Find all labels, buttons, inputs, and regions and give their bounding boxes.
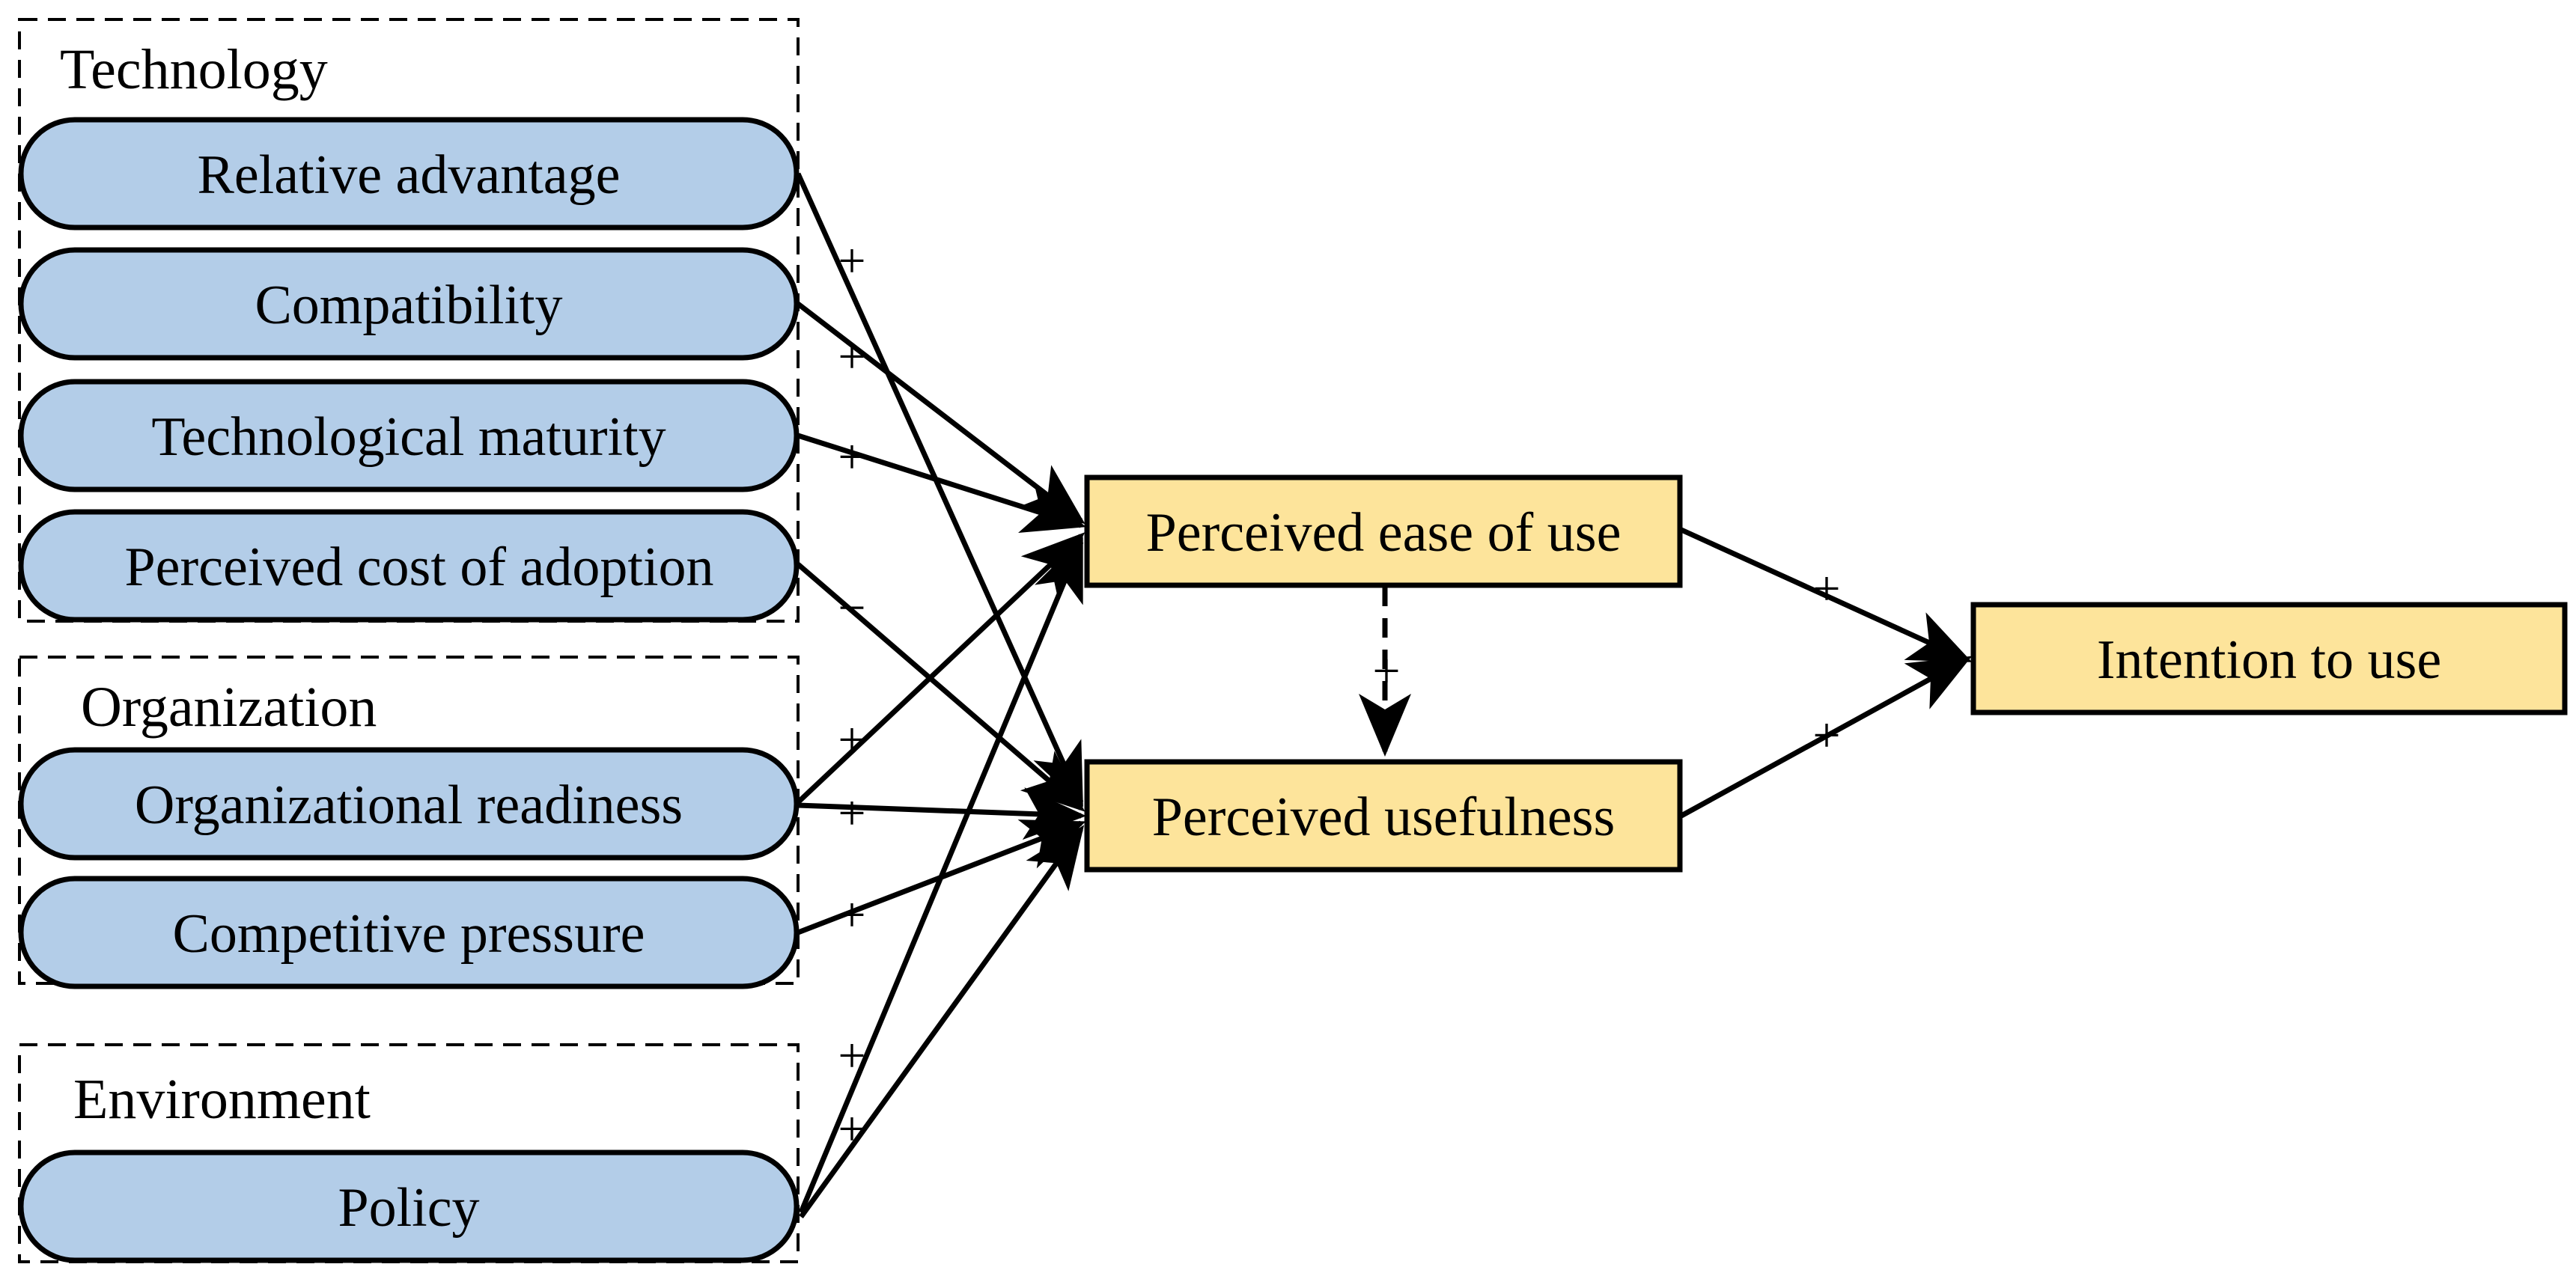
sign-peou-to-pu: + <box>1372 644 1400 698</box>
construct-perceived-ease-of-use <box>1084 474 1683 588</box>
sign-relative-advantage: + <box>838 233 865 288</box>
edge-pu-to-itu <box>1680 656 1973 819</box>
factor-compatibility <box>18 247 800 361</box>
construct-perceived-usefulness-label: Perceived usefulness <box>1152 787 1616 848</box>
edge-organizational-readiness-to-pu <box>797 787 1086 840</box>
environment-group-box <box>18 1043 800 1263</box>
environment-group-label: Environment <box>73 1068 371 1131</box>
sign-technological-maturity: + <box>838 430 865 484</box>
factor-relative-advantage <box>18 117 800 231</box>
factor-perceived-cost-label: Perceived cost of adoption <box>124 537 713 598</box>
sign-organizational-readiness-pu: + <box>838 786 865 840</box>
construct-intention-to-use-label: Intention to use <box>2097 629 2441 691</box>
technology-group-label: Technology <box>60 38 328 101</box>
edge-organizational-readiness-to-peou <box>796 532 1085 805</box>
sign-perceived-cost: − <box>838 581 865 635</box>
sign-pu-to-itu: + <box>1812 708 1840 763</box>
factor-organizational-readiness <box>18 747 800 861</box>
factor-compatibility-label: Compatibility <box>255 275 562 336</box>
edge-policy-to-peou <box>798 537 1084 1214</box>
organization-group-label: Organization <box>81 676 377 739</box>
factor-perceived-cost <box>18 509 800 623</box>
factor-competitive-pressure <box>18 876 800 989</box>
factor-relative-advantage-label: Relative advantage <box>197 144 620 206</box>
sign-organizational-readiness-peou: + <box>838 712 865 767</box>
construct-perceived-ease-of-use-label: Perceived ease of use <box>1146 502 1622 564</box>
factor-policy <box>18 1150 800 1263</box>
sign-policy-pu: + <box>838 1102 865 1156</box>
edge-relative-advantage-to-peou <box>795 172 1084 808</box>
edge-technological-maturity-to-peou <box>797 433 1086 534</box>
sign-policy-peou: + <box>838 1028 865 1083</box>
sign-compatibility: + <box>838 329 865 384</box>
sign-peou-to-itu: + <box>1812 561 1840 616</box>
sign-competitive-pressure: + <box>838 888 865 942</box>
construct-intention-to-use <box>1970 602 2568 715</box>
factor-organizational-readiness-label: Organizational readiness <box>135 775 683 836</box>
factor-technological-maturity <box>18 379 800 492</box>
edge-policy-to-pu <box>799 825 1085 1219</box>
factor-technological-maturity-label: Technological maturity <box>151 406 666 468</box>
factor-competitive-pressure-label: Competitive pressure <box>173 903 645 965</box>
edge-perceived-cost-to-pu <box>796 562 1085 812</box>
edge-peou-to-itu <box>1680 527 1973 663</box>
construct-perceived-usefulness <box>1084 759 1683 873</box>
factor-policy-label: Policy <box>338 1177 479 1239</box>
